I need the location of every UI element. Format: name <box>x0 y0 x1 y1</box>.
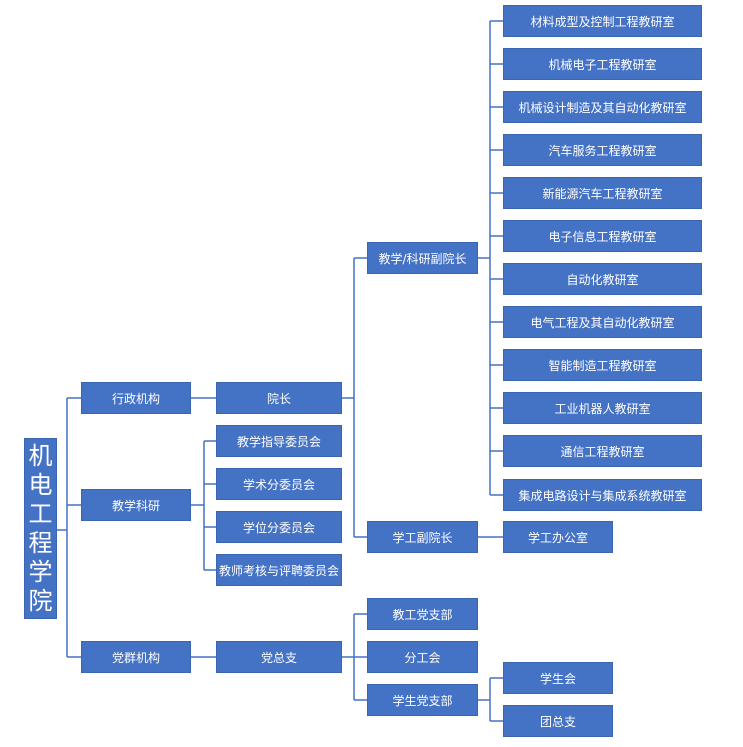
node-student-office: 学工办公室 <box>503 521 613 553</box>
root-char: 学 <box>28 557 53 586</box>
node-student-org: 学生会 <box>503 662 613 694</box>
node-teaching-office: 材料成型及控制工程教研室 <box>503 5 702 37</box>
node-vice-dean-teaching: 教学/科研副院长 <box>367 242 478 274</box>
root-char: 机 <box>28 441 53 470</box>
node-teaching-office: 机械设计制造及其自动化教研室 <box>503 91 702 123</box>
node-teaching-office: 汽车服务工程教研室 <box>503 134 702 166</box>
node-teaching-office: 自动化教研室 <box>503 263 702 295</box>
node-party: 党群机构 <box>81 641 191 673</box>
node-vice-dean-student: 学工副院长 <box>367 521 478 553</box>
node-admin: 行政机构 <box>81 382 191 414</box>
root-char: 程 <box>28 528 53 557</box>
node-party-branch: 党总支 <box>216 641 342 673</box>
root-char: 电 <box>28 470 53 499</box>
node-teaching-office: 集成电路设计与集成系统教研室 <box>503 479 702 511</box>
node-committee: 学位分委员会 <box>216 511 342 543</box>
node-committee: 教学指导委员会 <box>216 425 342 457</box>
node-dean: 院长 <box>216 382 342 414</box>
node-teaching-office: 电子信息工程教研室 <box>503 220 702 252</box>
node-committee: 学术分委员会 <box>216 468 342 500</box>
node-teaching-office: 电气工程及其自动化教研室 <box>503 306 702 338</box>
root-char: 院 <box>28 586 53 615</box>
node-committee: 教师考核与评聘委员会 <box>216 554 342 586</box>
node-student-org: 团总支 <box>503 705 613 737</box>
node-teaching-office: 机械电子工程教研室 <box>503 48 702 80</box>
root-node-college: 机 电 工 程 学 院 <box>24 438 57 619</box>
node-party-unit: 教工党支部 <box>367 598 478 630</box>
node-teaching-research: 教学科研 <box>81 489 191 521</box>
node-teaching-office: 工业机器人教研室 <box>503 392 702 424</box>
node-teaching-office: 通信工程教研室 <box>503 435 702 467</box>
node-party-unit: 分工会 <box>367 641 478 673</box>
node-teaching-office: 智能制造工程教研室 <box>503 349 702 381</box>
node-party-unit: 学生党支部 <box>367 684 478 716</box>
root-char: 工 <box>28 499 53 528</box>
node-teaching-office: 新能源汽车工程教研室 <box>503 177 702 209</box>
